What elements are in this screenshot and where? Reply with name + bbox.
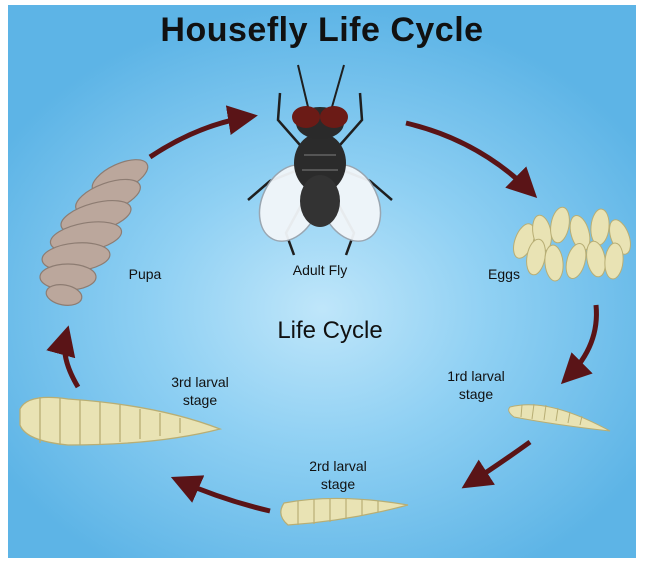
label-second-larval-stage: 2rd larval stage — [288, 457, 388, 493]
label-pupa: Pupa — [118, 265, 172, 283]
center-label: Life Cycle — [230, 317, 430, 345]
life-cycle-diagram: Housefly Life Cycle Life Cycle Adult Fly… — [8, 5, 636, 558]
diagram-title: Housefly Life Cycle — [8, 11, 636, 50]
arrow-first-to-second-larval — [470, 442, 530, 483]
adult-fly-icon — [248, 65, 393, 255]
arrow-second-to-third-larval — [180, 481, 270, 511]
first-larva-icon — [509, 404, 610, 431]
arrow-eggs-to-first-larval — [568, 305, 596, 377]
label-third-larval-stage: 3rd larval stage — [150, 373, 250, 409]
arrow-pupa-to-adult — [150, 117, 248, 157]
label-adult-fly: Adult Fly — [270, 261, 370, 279]
label-first-larval-stage: 1rd larval stage — [426, 367, 526, 403]
second-larva-icon — [281, 498, 408, 525]
pupa-icon — [40, 153, 153, 308]
arrow-third-larval-to-pupa — [65, 335, 79, 387]
label-eggs: Eggs — [474, 265, 534, 283]
arrow-adult-to-eggs — [406, 123, 530, 191]
